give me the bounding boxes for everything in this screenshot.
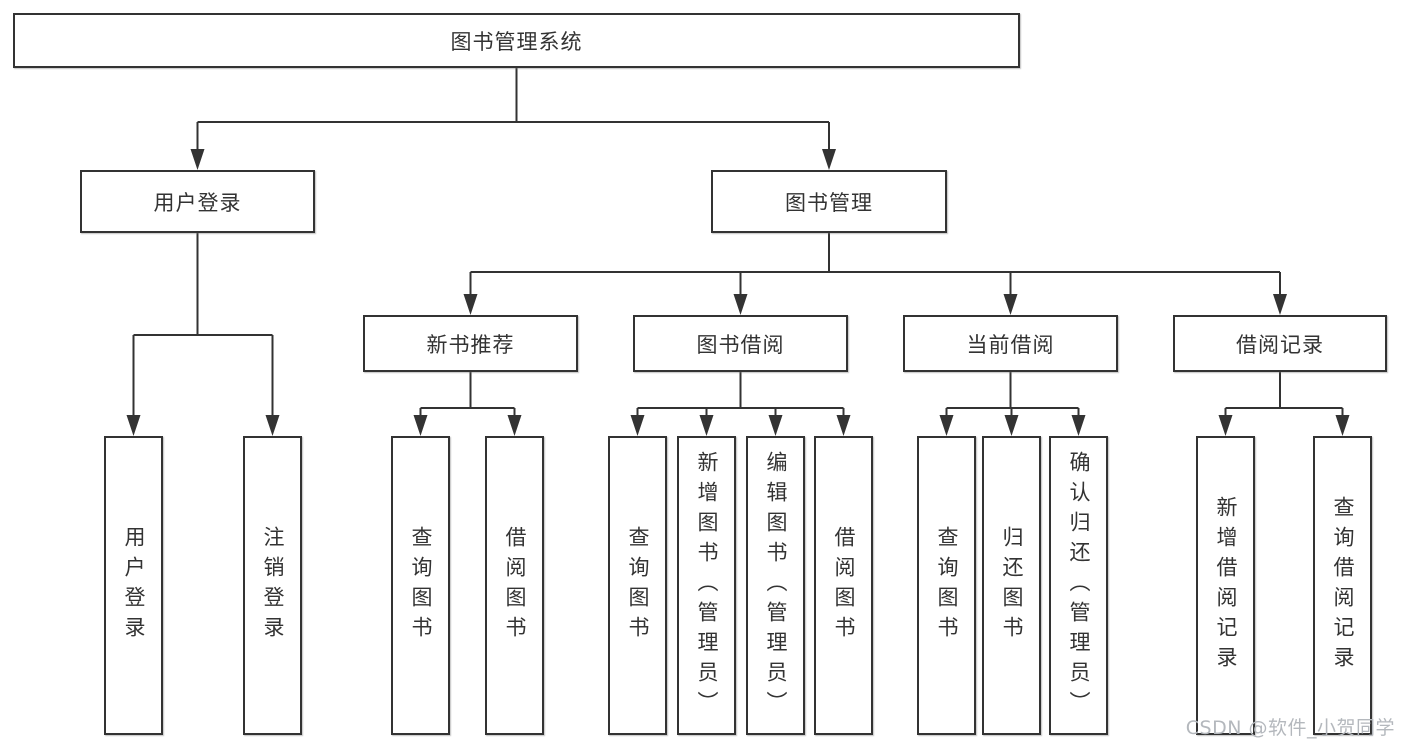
leaf-borrow-books-recommend-label: 借阅图书 — [503, 525, 527, 646]
arrowhead — [836, 415, 851, 436]
leaf-add-book-admin-label: 新增图书（管理员） — [695, 450, 719, 721]
node-user-login: 用户登录 — [80, 170, 315, 233]
arrowhead — [126, 415, 141, 436]
node-user-login-label: 用户登录 — [153, 190, 242, 215]
leaf-user-login-label: 用户登录 — [122, 525, 146, 646]
leaf-query-books-recommend-label: 查询图书 — [409, 525, 433, 646]
arrowhead — [699, 415, 714, 436]
node-book-management: 图书管理 — [711, 170, 947, 233]
arrowhead — [1273, 294, 1287, 315]
leaf-query-borrow-record: 查询借阅记录 — [1313, 436, 1372, 735]
leaf-confirm-return-admin-label: 确认归还（管理员） — [1067, 450, 1091, 721]
leaf-edit-book-admin: 编辑图书（管理员） — [746, 436, 805, 735]
leaf-query-books-borrow-label: 查询图书 — [626, 525, 650, 646]
leaf-borrow-books-label: 借阅图书 — [832, 525, 856, 646]
node-current-borrow: 当前借阅 — [903, 315, 1118, 372]
arrowhead — [939, 415, 954, 436]
arrowhead — [1335, 415, 1350, 436]
node-current-borrow-label: 当前借阅 — [966, 332, 1055, 357]
node-book-borrow-label: 图书借阅 — [696, 332, 785, 357]
leaf-logout: 注销登录 — [243, 436, 302, 735]
node-root-label: 图书管理系统 — [450, 29, 583, 54]
leaf-confirm-return-admin: 确认归还（管理员） — [1049, 436, 1108, 735]
arrowhead — [463, 294, 478, 315]
node-root: 图书管理系统 — [13, 13, 1020, 68]
node-borrow-records: 借阅记录 — [1173, 315, 1387, 372]
leaf-user-login: 用户登录 — [104, 436, 163, 735]
arrowhead — [507, 415, 522, 436]
leaf-query-books-borrow: 查询图书 — [608, 436, 667, 735]
leaf-query-books-current: 查询图书 — [917, 436, 976, 735]
leaf-add-borrow-record-label: 新增借阅记录 — [1214, 495, 1238, 676]
leaf-query-books-current-label: 查询图书 — [935, 525, 959, 646]
node-new-book-recommend-label: 新书推荐 — [426, 332, 515, 357]
arrowhead — [822, 149, 836, 170]
leaf-add-book-admin: 新增图书（管理员） — [677, 436, 736, 735]
arrowhead — [733, 294, 748, 315]
connector-path — [132, 68, 1344, 418]
leaf-edit-book-admin-label: 编辑图书（管理员） — [764, 450, 788, 721]
leaf-logout-label: 注销登录 — [261, 525, 285, 646]
leaf-return-books-label: 归还图书 — [1000, 525, 1024, 646]
arrowhead — [1003, 294, 1018, 315]
leaf-add-borrow-record: 新增借阅记录 — [1196, 436, 1255, 735]
leaf-borrow-books-recommend: 借阅图书 — [485, 436, 544, 735]
arrowhead — [768, 415, 783, 436]
leaf-query-borrow-record-label: 查询借阅记录 — [1331, 495, 1355, 676]
arrowhead — [190, 149, 205, 170]
node-borrow-records-label: 借阅记录 — [1236, 332, 1324, 357]
node-book-borrow: 图书借阅 — [633, 315, 848, 372]
node-book-management-label: 图书管理 — [785, 190, 873, 215]
leaf-return-books: 归还图书 — [982, 436, 1041, 735]
csdn-watermark: CSDN @软件_小贺同学 — [1185, 717, 1395, 739]
arrowhead — [1071, 415, 1086, 436]
arrowhead — [630, 415, 645, 436]
arrowhead — [1004, 415, 1019, 436]
arrowhead — [413, 415, 428, 436]
leaf-query-books-recommend: 查询图书 — [391, 436, 450, 735]
node-new-book-recommend: 新书推荐 — [363, 315, 578, 372]
leaf-borrow-books: 借阅图书 — [814, 436, 873, 735]
arrowhead — [1218, 415, 1233, 436]
arrowhead — [265, 415, 280, 436]
